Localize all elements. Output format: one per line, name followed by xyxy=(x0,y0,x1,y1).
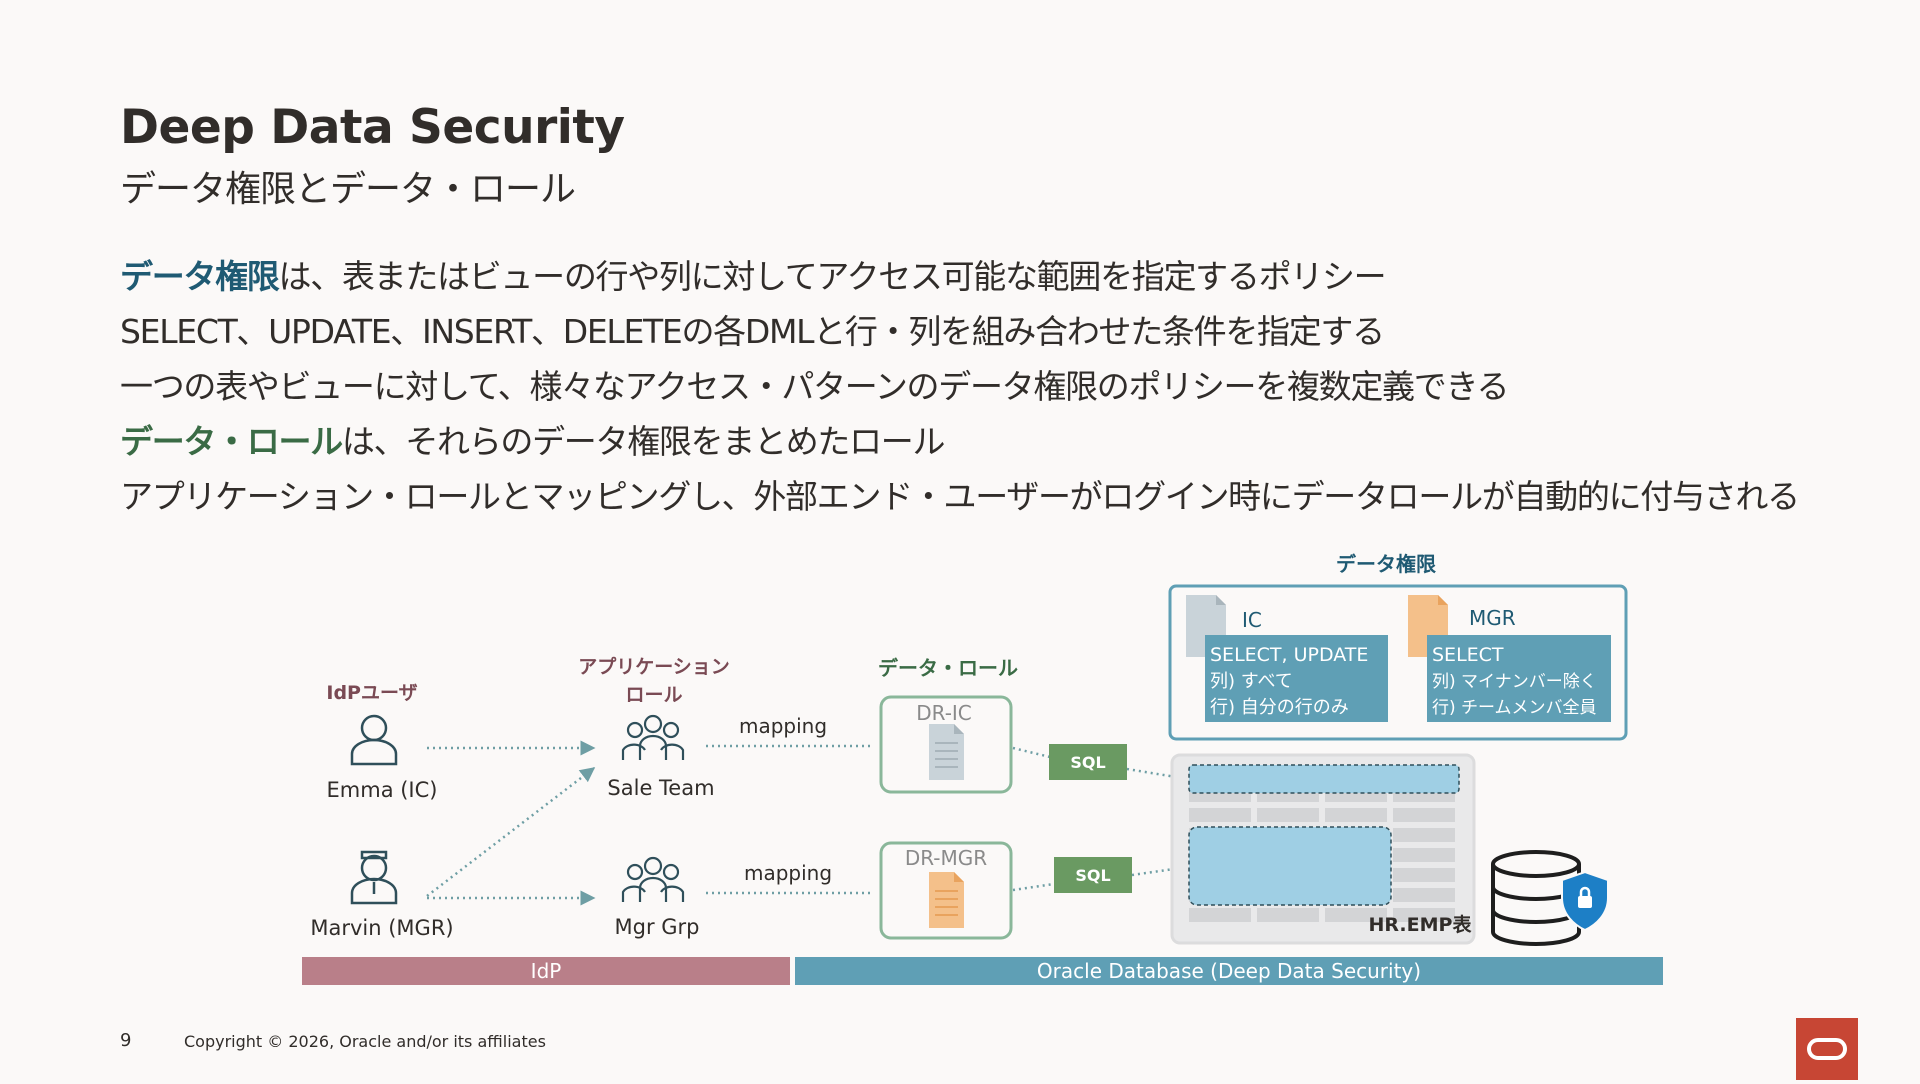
shield-lock-icon xyxy=(1561,870,1609,932)
data-role-dr-ic-label: DR-IC xyxy=(916,701,972,725)
priv-mgr-box xyxy=(1427,635,1611,722)
idp-user-heading: IdPユーザ xyxy=(326,682,417,704)
idp-band-label: IdP xyxy=(531,959,562,983)
bullet-2-text: SELECT、UPDATE、INSERT、DELETEの各DMLと行・列を組み合… xyxy=(120,312,1385,351)
bullet-4: データ・ロールは、それらのデータ権限をまとめたロール xyxy=(120,415,946,463)
table-cell xyxy=(1393,908,1455,922)
table-highlight-mgr-region xyxy=(1188,826,1392,906)
table-cell xyxy=(1325,908,1387,922)
database-band-label: Oracle Database (Deep Data Security) xyxy=(1037,959,1421,983)
copyright: Copyright © 2026, Oracle and/or its affi… xyxy=(184,1032,546,1051)
bullet-3-text: 一つの表やビューに対して、様々なアクセス・パターンのデータ権限のポリシーを複数定… xyxy=(120,367,1510,406)
app-role-heading-line2: ロール xyxy=(625,684,682,706)
slide-subtitle: データ権限とデータ・ロール xyxy=(120,169,576,210)
arrow-sql1-to-table xyxy=(1126,767,1190,785)
priv-mgr-name: MGR xyxy=(1469,606,1516,630)
sql-badge-1 xyxy=(1049,744,1127,780)
bullet-5-text: アプリケーション・ロールとマッピングし、外部エンド・ユーザーがログイン時にデータ… xyxy=(120,477,1800,516)
sql-badge-2-label: SQL xyxy=(1075,866,1110,885)
bullet-4-text: は、それらのデータ権限をまとめたロール xyxy=(341,422,946,461)
table-cell xyxy=(1189,908,1251,922)
data-role-dr-ic-box: DR-IC xyxy=(879,695,1013,794)
data-role-dr-mgr-box: DR-MGR xyxy=(879,841,1013,940)
page-number: 9 xyxy=(120,1030,132,1051)
table-cell xyxy=(1393,888,1455,902)
priv-mgr-line-2: 列) マイナンバー除く xyxy=(1432,672,1597,692)
sql-badge-1-label: SQL xyxy=(1070,753,1105,772)
bullet-2: SELECT、UPDATE、INSERT、DELETEの各DMLと行・列を組み合… xyxy=(120,305,1385,353)
priv-ic-line-1: SELECT, UPDATE xyxy=(1210,644,1368,666)
sql-badge-2 xyxy=(1054,857,1132,893)
table-cell xyxy=(1393,848,1455,862)
data-priv-panel: IC SELECT, UPDATE 列) すべて 行) 自分の行のみ MGR S… xyxy=(1168,584,1628,741)
arrow-marvin-to-sale-team xyxy=(426,767,596,897)
user-person-icon xyxy=(350,714,398,766)
table-highlight-ic-row xyxy=(1188,764,1460,794)
priv-mgr-line-3: 行) チームメンバ全員 xyxy=(1432,698,1597,718)
table-label: HR.EMP表 xyxy=(1369,913,1473,936)
slide-title: Deep Data Security xyxy=(120,100,625,155)
table-cell xyxy=(1325,808,1387,822)
connector-ic-to-sql xyxy=(1012,746,1051,759)
document-icon xyxy=(929,724,964,780)
app-role-sale-team-label: Sale Team xyxy=(607,776,714,800)
manager-person-icon xyxy=(350,850,398,905)
priv-mgr-line-1: SELECT xyxy=(1432,644,1504,666)
bullet-1: データ権限は、表またはビューの行や列に対してアクセス可能な範囲を指定するポリシー xyxy=(120,250,1387,298)
priv-ic-line-3: 行) 自分の行のみ xyxy=(1210,697,1349,718)
priv-ic-name: IC xyxy=(1242,608,1262,632)
table-cell xyxy=(1393,868,1455,882)
app-role-heading-line1: アプリケーション xyxy=(578,655,730,678)
database-band xyxy=(795,957,1663,985)
document-icon xyxy=(929,872,964,928)
bullet-1-highlight: データ権限 xyxy=(120,257,280,296)
data-role-heading: データ・ロール xyxy=(878,656,1018,680)
group-people-icon xyxy=(621,714,685,760)
user-marvin-label: Marvin (MGR) xyxy=(310,916,453,940)
idp-band xyxy=(302,957,790,985)
table-cell xyxy=(1257,808,1319,822)
bullet-3: 一つの表やビューに対して、様々なアクセス・パターンのデータ権限のポリシーを複数定… xyxy=(120,360,1510,408)
priv-ic-line-2: 列) すべて xyxy=(1210,671,1293,692)
hr-emp-table: HR.EMP表 xyxy=(1170,753,1476,945)
oracle-logo-icon xyxy=(1796,1018,1858,1080)
table-cell xyxy=(1257,908,1319,922)
table-cell xyxy=(1393,808,1455,822)
table-cell xyxy=(1189,808,1251,822)
connector-mgr-to-sql xyxy=(1012,882,1055,892)
mapping-label-2: mapping xyxy=(744,861,832,885)
table-cell xyxy=(1393,828,1455,842)
bullet-1-text: は、表またはビューの行や列に対してアクセス可能な範囲を指定するポリシー xyxy=(278,257,1387,296)
data-priv-heading: データ権限 xyxy=(1336,552,1436,576)
mapping-label-1: mapping xyxy=(739,714,827,738)
bullet-5: アプリケーション・ロールとマッピングし、外部エンド・ユーザーがログイン時にデータ… xyxy=(120,470,1800,518)
app-role-mgr-grp-label: Mgr Grp xyxy=(615,915,700,939)
data-role-dr-mgr-label: DR-MGR xyxy=(905,846,987,870)
priv-ic-box xyxy=(1205,635,1388,722)
group-people-icon xyxy=(621,856,685,902)
user-emma-label: Emma (IC) xyxy=(327,778,438,802)
bullet-4-highlight: データ・ロール xyxy=(120,422,343,461)
